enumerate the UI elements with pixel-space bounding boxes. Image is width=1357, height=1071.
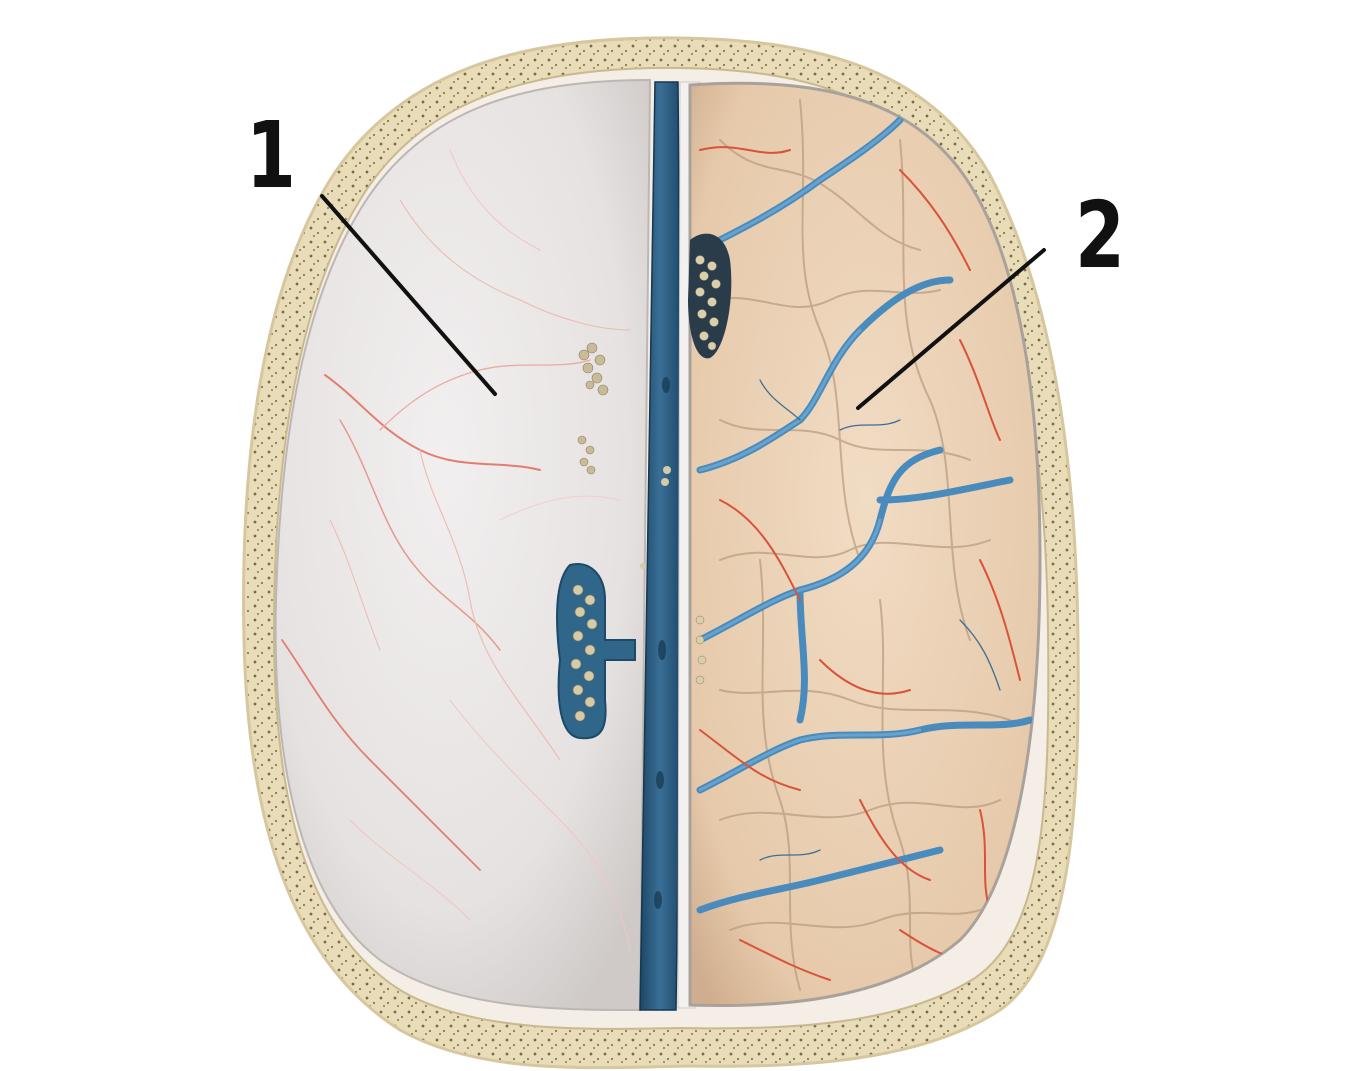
leader-line-2 [856,248,1046,410]
leader-line-1 [320,194,497,396]
cerebral-cortex [688,81,1042,1008]
arachnoid-granulations [577,342,609,475]
dura-mater [274,78,652,1012]
label-2: 2 [1075,182,1125,289]
label-1: 1 [246,102,296,209]
